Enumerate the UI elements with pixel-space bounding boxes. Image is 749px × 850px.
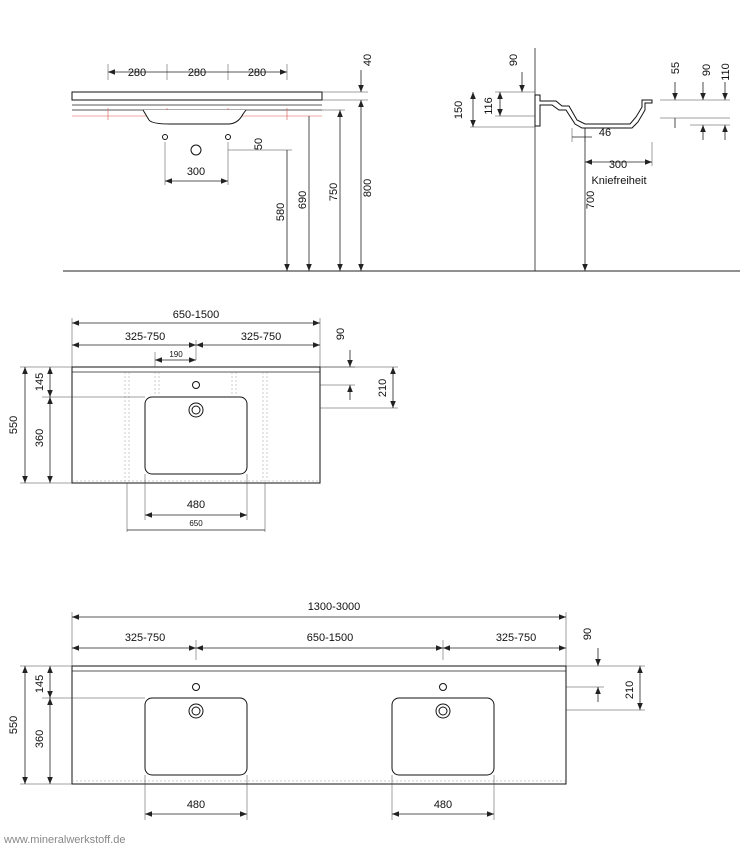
double-bowl-left: [144, 697, 248, 776]
rim-110: 110: [720, 63, 732, 81]
single-drain-inner: [191, 405, 201, 415]
double-bowl-front-210: 210: [624, 681, 636, 699]
height-800: 800: [362, 179, 374, 197]
double-overall-width: 1300-3000: [308, 601, 361, 613]
single-tap-depth-145: 145: [34, 373, 46, 391]
double-tap-hole-right: [439, 683, 447, 691]
tap-hole-left: [162, 134, 168, 140]
side-basin: [142, 109, 247, 125]
double-tap-depth-145: 145: [34, 675, 46, 693]
watermark: www.mineralwerkstoff.de: [4, 834, 126, 846]
double-middle-width: 650-1500: [307, 632, 354, 644]
double-right-width: 325-750: [496, 632, 536, 644]
drain-hole: [190, 144, 202, 156]
section-height-700: 700: [585, 191, 597, 209]
single-bowl-width-480: 480: [187, 499, 205, 511]
height-690: 690: [297, 191, 309, 209]
side-spacing-2: 280: [188, 67, 206, 79]
basin-profile: [534, 94, 653, 129]
height-580: 580: [275, 203, 287, 221]
knee-clearance-label: Kniefreiheit: [591, 175, 646, 187]
double-tap-hole-left: [192, 683, 200, 691]
knee-clearance-value: 300: [609, 159, 627, 171]
side-spacing-1: 280: [128, 67, 146, 79]
double-left-width: 325-750: [125, 632, 165, 644]
single-tap-hole: [192, 381, 200, 389]
section-view: 90 150 116 46 300 Kniefreiheit 700 55 90…: [453, 48, 740, 272]
single-bowl: [144, 396, 248, 475]
side-drain-offset: 50: [253, 138, 265, 150]
section-depth-90: 90: [508, 54, 520, 66]
section-depth-150: 150: [453, 101, 465, 119]
double-bowl-width-left: 480: [187, 799, 205, 811]
rim-55: 55: [670, 62, 682, 74]
single-bowl-depth-360: 360: [34, 429, 46, 447]
section-depth-116: 116: [483, 97, 495, 115]
side-countertop: [71, 91, 323, 101]
single-plan-view: 650-1500 325-750 325-750 190 550 145 360…: [8, 309, 398, 532]
single-overall-width: 650-1500: [173, 309, 220, 321]
double-back-depth-90: 90: [582, 628, 594, 640]
single-back-depth-90: 90: [335, 328, 347, 340]
single-cabinet-650: 650: [189, 519, 203, 528]
section-offset-46: 46: [599, 127, 611, 139]
single-left-width: 325-750: [125, 331, 165, 343]
double-plan-view: 1300-3000 325-750 650-1500 325-750 550 1…: [8, 601, 645, 820]
side-tap-spacing: 300: [187, 166, 205, 178]
single-bowl-front-210: 210: [377, 379, 389, 397]
single-depth-550: 550: [8, 416, 20, 434]
side-spacing-3: 280: [248, 67, 266, 79]
double-bowl-depth-360: 360: [34, 730, 46, 748]
double-depth-550: 550: [8, 716, 20, 734]
rim-90: 90: [701, 64, 713, 76]
top-thickness-40: 40: [362, 54, 374, 66]
single-right-width: 325-750: [241, 331, 281, 343]
single-tap-offset: 190: [169, 350, 183, 359]
side-view: 280 280 280 300 50 580 690 750 40 800: [63, 54, 535, 272]
double-bowl-width-right: 480: [434, 799, 452, 811]
height-750: 750: [328, 183, 340, 201]
tap-hole-right: [225, 134, 231, 140]
double-bowl-right: [391, 697, 495, 776]
